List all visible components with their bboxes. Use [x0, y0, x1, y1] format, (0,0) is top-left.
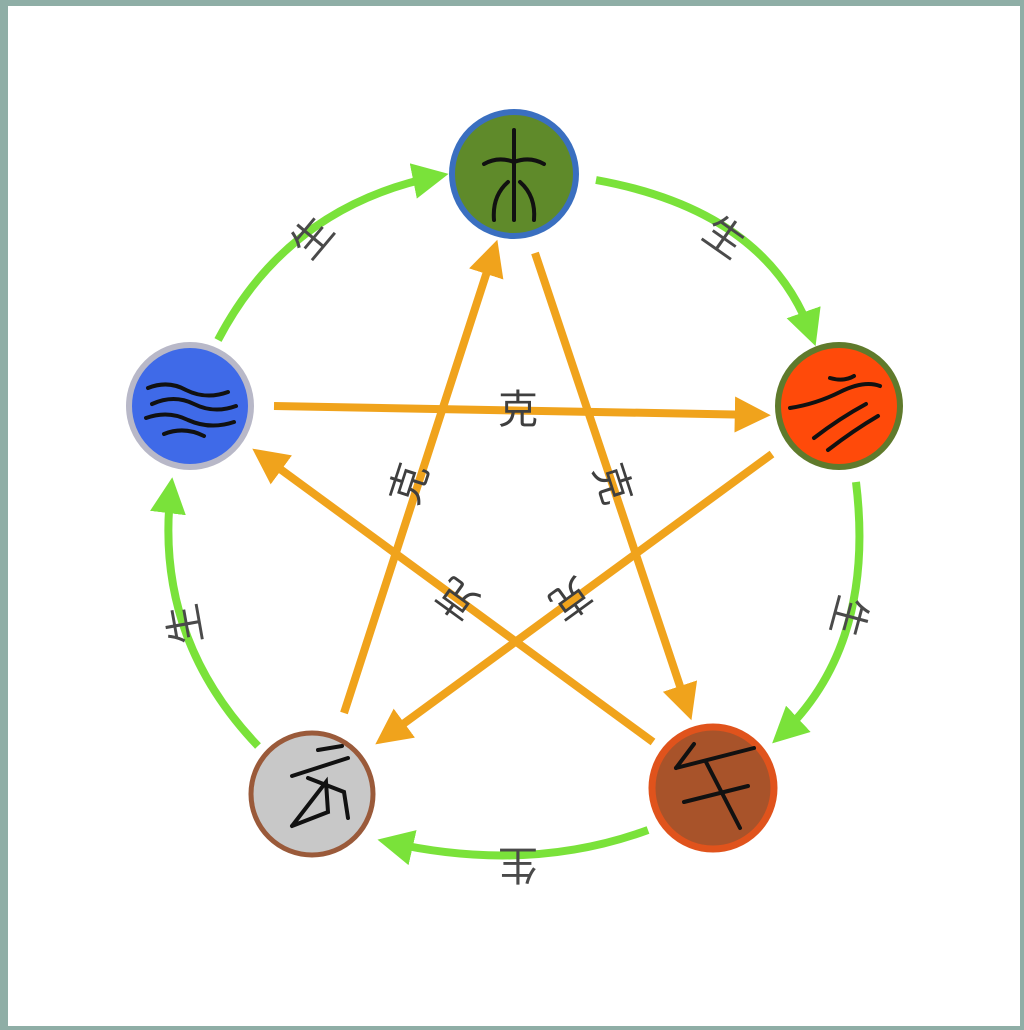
ke-arrow-fire-to-metal	[375, 450, 775, 745]
sheng-label-earth-metal: 生	[498, 841, 538, 887]
element-node-metal	[248, 730, 376, 858]
sheng-arrow-wood-to-fire	[595, 176, 821, 347]
diagram-frame: 生 生 生 生 生 克 克 克 克 克	[8, 6, 1020, 1026]
sheng-arrow-water-to-wood	[214, 163, 449, 342]
ke-label-wood-earth: 克	[584, 458, 640, 510]
element-node-earth	[648, 723, 778, 853]
sheng-arrow-metal-to-water	[150, 477, 261, 749]
ke-arrow-earth-to-water	[252, 448, 656, 746]
ke-cycle	[252, 239, 775, 746]
ke-labels: 克 克 克 克 克	[382, 387, 640, 628]
five-elements-diagram: 生 生 生 生 生 克 克 克 克 克	[126, 109, 903, 887]
ke-arrow-water-to-fire	[273, 396, 771, 433]
fire-seal-glyph-icon	[788, 374, 882, 452]
ke-arrow-metal-to-wood	[340, 239, 504, 715]
water-seal-glyph-icon	[144, 382, 238, 438]
wood-seal-glyph-icon	[482, 128, 546, 222]
sheng-cycle	[150, 163, 864, 866]
ke-label-metal-wood: 克	[382, 458, 438, 510]
sheng-arrow-earth-to-metal	[377, 826, 650, 866]
sheng-arrow-fire-to-earth	[772, 481, 864, 744]
earth-seal-glyph-icon	[674, 742, 756, 830]
ke-label-water-fire: 克	[498, 387, 538, 433]
element-node-water	[126, 342, 254, 470]
element-node-fire	[775, 342, 903, 470]
sheng-label-metal-water: 生	[160, 600, 212, 647]
element-node-wood	[449, 109, 579, 239]
ke-arrow-wood-to-earth	[531, 251, 698, 721]
metal-seal-glyph-icon	[290, 744, 350, 828]
sheng-label-fire-earth: 生	[821, 591, 876, 642]
